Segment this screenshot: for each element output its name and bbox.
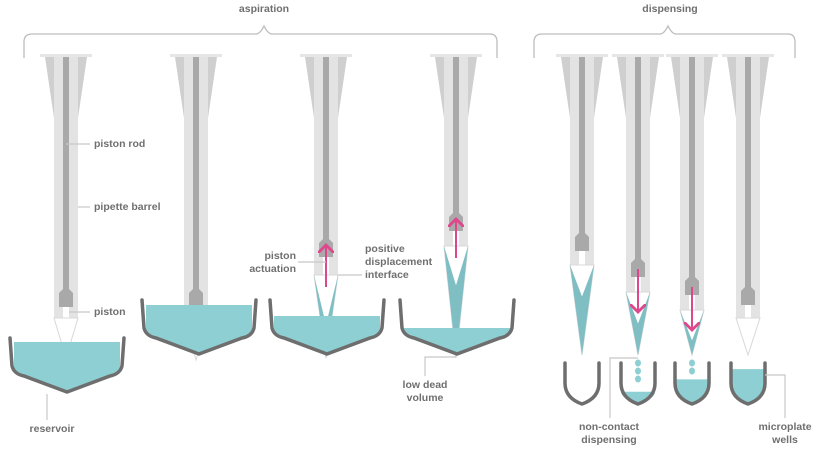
label-piston: piston [94,306,126,318]
droplet [635,367,641,375]
piston-stem [745,305,751,318]
piston-rod [453,57,459,217]
reservoir-4 [398,298,516,356]
piston-rod [689,57,695,281]
label-pd-interface-2: displacement [365,256,433,268]
pipette-tip [735,317,761,357]
microplate-well-2 [619,359,657,406]
droplet [635,359,641,367]
pipette-flange [556,54,608,57]
well-wall [563,361,601,406]
reservoir-liquid [274,316,380,354]
droplet [689,367,695,375]
reservoir-2 [140,298,258,356]
pipette-aspiration-4 [430,54,482,359]
label-non-contact-1: non-contact [579,421,640,433]
label-piston-actuation-1: piston [265,250,297,262]
pipette-flange [40,54,92,57]
reservoir-3 [268,298,386,356]
droplet [635,375,641,383]
label-pd-interface-1: positive [365,243,405,255]
pipette-flange [430,54,482,57]
piston [685,277,699,295]
pipette-flange [722,54,774,57]
droplet [689,359,695,367]
well-wall [729,361,767,406]
label-non-contact-2: dispensing [581,434,636,446]
tip-liquid [570,265,594,355]
label-piston-actuation-2: actuation [249,263,296,275]
pipette-aspiration-1 [40,54,92,360]
reservoir-wall [8,336,126,394]
pipette-flange [170,54,222,57]
microplate-well-3 [673,359,711,406]
pipette-flange [666,54,718,57]
piston-stem [63,307,69,318]
pipette-dispensing-3 [666,54,718,357]
reservoir-1 [8,336,126,394]
piston-rod [745,57,751,291]
well-liquid [621,391,655,404]
pipette-dispensing-1 [556,54,608,356]
label-microplate-wells-1: microplate [758,421,811,433]
piston-rod [323,57,329,243]
reservoir-wall [398,298,516,356]
aspiration-header: aspiration [239,3,289,15]
reservoir-liquid [14,342,120,392]
piston [741,287,755,305]
pipette-dispensing-2 [612,54,664,356]
piston [631,259,645,277]
well-liquid [675,379,709,404]
label-pd-interface-3: interface [365,269,409,281]
piston-rod [193,57,199,293]
label-reservoir: reservoir [30,423,75,435]
label-piston-rod: piston rod [94,138,145,150]
piston [575,233,589,251]
dispensing-header: dispensing [642,3,697,15]
piston [59,289,73,307]
piston [189,289,203,307]
reservoir-liquid [404,328,510,354]
leader-non-contact [609,357,638,418]
reservoir-wall [140,298,258,356]
reservoir-liquid [146,305,252,354]
piston-rod [635,57,641,263]
well-wall [619,361,657,406]
label-low-dead-volume-1: low dead [403,379,448,391]
label-microplate-wells-2: wells [771,434,798,446]
piston-rod [579,57,585,237]
leader-microplate-wells [765,374,786,418]
tip-liquid [444,246,468,358]
tip-liquid [680,310,704,355]
aspiration-bracket [23,24,498,58]
piston-rod [63,57,69,293]
leader-low-dead-volume [424,356,456,376]
piston-stem [579,251,585,265]
microplate-well-4 [729,361,767,406]
well-liquid [731,369,765,404]
microplate-well-1 [563,361,601,406]
pipette-aspiration-3 [300,54,352,359]
dispensing-bracket [533,24,796,58]
reservoir-wall [268,298,386,356]
pipette-dispensing-4 [722,54,774,357]
pipette-flange [612,54,664,57]
pipette-tip [53,317,79,360]
well-wall [673,361,711,406]
label-low-dead-volume-2: volume [407,392,444,404]
pipette-flange [300,54,352,57]
label-pipette-barrel: pipette barrel [94,201,161,213]
